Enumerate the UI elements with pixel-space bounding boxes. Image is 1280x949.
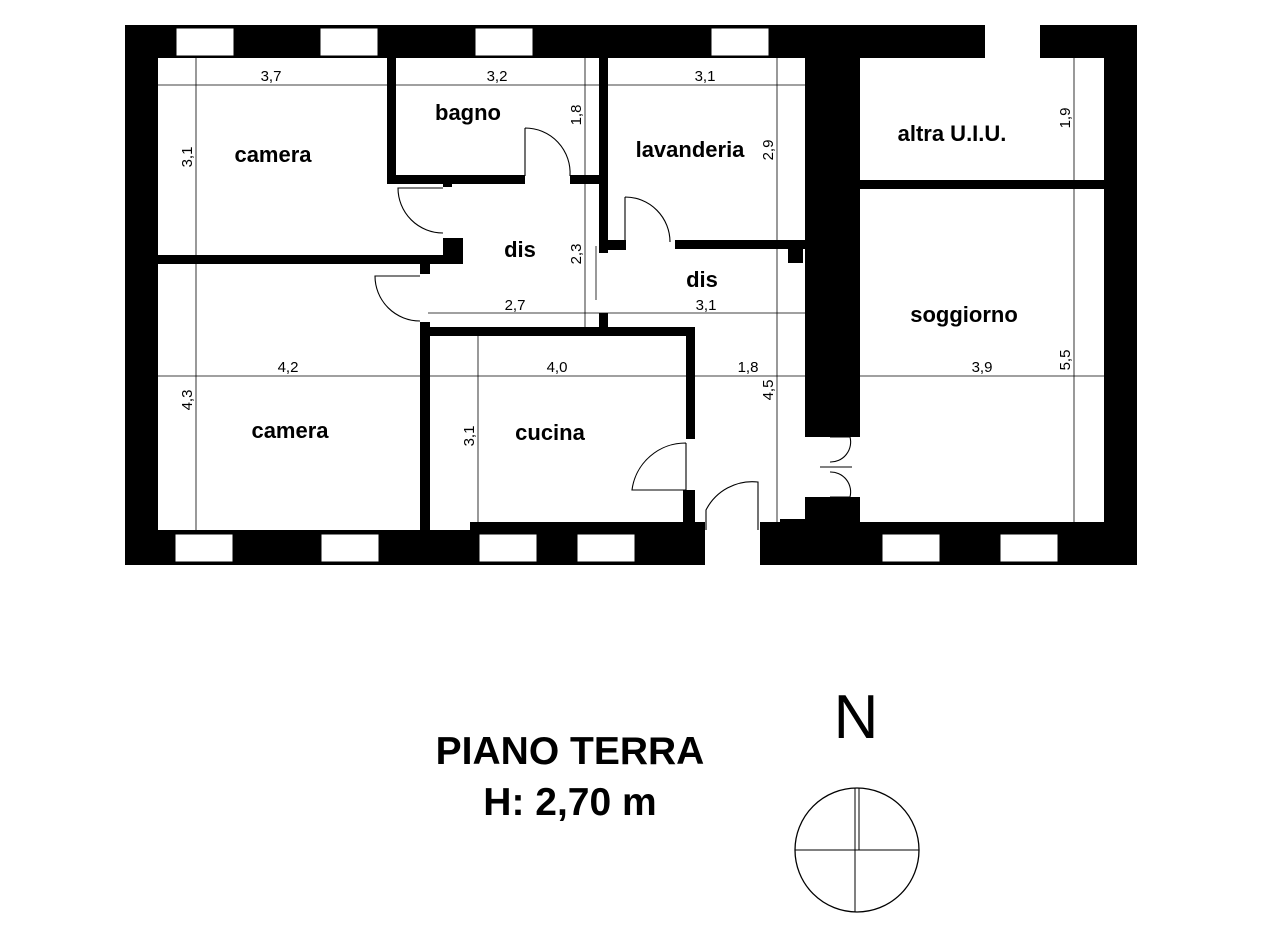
dim-camera-top-width: 3,7 bbox=[261, 68, 282, 85]
room-cucina: cucina bbox=[515, 420, 585, 445]
room-bagno: bagno bbox=[435, 100, 501, 125]
dimension-lines bbox=[158, 58, 1137, 565]
floor-title: PIANO TERRA bbox=[436, 730, 705, 773]
dim-bagno-width: 3,2 bbox=[487, 68, 508, 85]
north-compass: N bbox=[794, 683, 920, 913]
dim-bagno-depth: 1,8 bbox=[568, 105, 585, 126]
dim-lavanderia-width: 3,1 bbox=[695, 68, 716, 85]
interior-walls bbox=[158, 58, 1104, 533]
dim-dis-right-width: 3,1 bbox=[696, 297, 717, 314]
room-lavanderia: lavanderia bbox=[636, 137, 746, 162]
dim-soggiorno-depth: 5,5 bbox=[1057, 350, 1074, 371]
doors bbox=[374, 127, 852, 530]
room-camera-top: camera bbox=[234, 142, 312, 167]
room-dis-right: dis bbox=[686, 267, 718, 292]
dim-dis-left-width: 2,7 bbox=[505, 297, 526, 314]
outer-walls bbox=[125, 25, 1137, 565]
dim-camera-bottom-width: 4,2 bbox=[278, 359, 299, 376]
room-dis-left: dis bbox=[504, 237, 536, 262]
dim-lavanderia-depth: 2,9 bbox=[760, 140, 777, 161]
dim-soggiorno-width: 3,9 bbox=[972, 359, 993, 376]
room-soggiorno: soggiorno bbox=[910, 302, 1018, 327]
room-altra-uiu: altra U.I.U. bbox=[898, 121, 1007, 146]
dimension-labels: 3,7 3,2 3,1 3,1 1,8 2,9 1,9 2,3 2,7 3,1 … bbox=[179, 68, 1074, 446]
ceiling-height: H: 2,70 m bbox=[483, 781, 656, 824]
dim-cucina-depth: 3,1 bbox=[461, 426, 478, 447]
windows bbox=[174, 27, 1059, 563]
dim-ingresso-width: 1,8 bbox=[738, 359, 759, 376]
room-labels: camera bagno lavanderia altra U.I.U. dis… bbox=[234, 100, 1017, 445]
dim-cucina-width: 4,0 bbox=[547, 359, 568, 376]
dim-camera-top-depth: 3,1 bbox=[179, 147, 196, 168]
north-label: N bbox=[834, 683, 879, 752]
room-camera-bottom: camera bbox=[251, 418, 329, 443]
dim-camera-bottom-depth: 4,3 bbox=[179, 390, 196, 411]
dim-ingresso-depth: 4,5 bbox=[760, 380, 777, 401]
dim-dis-depth: 2,3 bbox=[568, 244, 585, 265]
dim-altra-depth: 1,9 bbox=[1057, 108, 1074, 129]
compass-icon bbox=[794, 787, 920, 913]
